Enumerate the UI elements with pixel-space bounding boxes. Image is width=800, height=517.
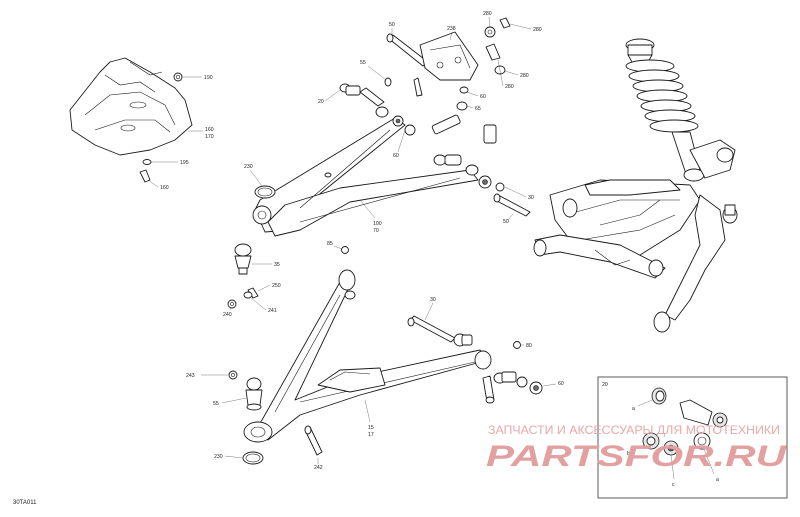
callout-35: 35 <box>274 262 280 268</box>
callout-30-lower: 30 <box>430 297 436 303</box>
shock-spring <box>625 59 699 133</box>
lower-arm-hardware <box>304 246 543 456</box>
inset-label-a-top: a <box>632 406 635 412</box>
watermark-text: ЗАПЧАСТИ И АКСЕССУАРЫ ДЛЯ МОТОТЕХНИКИ <box>488 423 780 437</box>
callout-250: 250 <box>272 283 281 289</box>
callout-60-lower: 60 <box>558 381 564 387</box>
upper-ball-joint <box>227 243 259 309</box>
callout-55-top: 55 <box>360 60 366 66</box>
inset-label-b: b <box>627 451 630 457</box>
callout-230-lower: 230 <box>214 454 223 460</box>
callout-80: 80 <box>526 343 532 349</box>
callout-280-a: 280 <box>483 11 492 17</box>
callout-20-top: 20 <box>318 99 324 105</box>
callout-190: 190 <box>204 75 213 81</box>
upper-bracket-hardware <box>254 17 531 217</box>
watermark: ЗАПЧАСТИ И АКСЕССУАРЫ ДЛЯ МОТОТЕХНИКИ PA… <box>486 423 788 473</box>
callout-241: 241 <box>268 308 277 314</box>
callout-100: 100 <box>373 221 382 227</box>
callout-30-upper: 30 <box>528 195 534 201</box>
callout-65: 65 <box>475 106 481 112</box>
callout-170: 170 <box>205 134 214 140</box>
callout-243: 243 <box>186 373 195 379</box>
callout-280-b: 280 <box>533 27 542 33</box>
callout-242: 242 <box>314 465 323 471</box>
callout-280-c: 280 <box>520 73 529 79</box>
upper-a-arm <box>252 117 479 237</box>
callout-280-d: 280 <box>505 84 514 90</box>
callout-160: 160 <box>205 127 214 133</box>
callout-160-bolt: 160 <box>160 185 169 191</box>
skid-plate <box>69 57 193 156</box>
callout-50-upper: 50 <box>503 219 509 225</box>
callout-50-top: 50 <box>389 22 395 28</box>
skid-plate-fasteners <box>139 72 183 183</box>
upper-arm-bushings <box>339 83 505 192</box>
diagram-id: 30TA011 <box>13 500 37 506</box>
callout-60-mid: 60 <box>393 153 399 159</box>
inset-callout-20: 20 <box>602 382 608 388</box>
lower-ball-joint <box>228 370 264 465</box>
inset-label-a-bottom: a <box>716 477 719 483</box>
callout-17: 17 <box>368 432 374 438</box>
callout-70: 70 <box>373 228 379 234</box>
frame-assembly <box>533 139 738 333</box>
inset-detail: 20 a b c a <box>597 376 788 499</box>
shock-absorber <box>625 38 705 182</box>
callout-55-lower: 55 <box>213 401 219 407</box>
callout-60-top: 60 <box>480 94 486 100</box>
callout-230-upper: 230 <box>244 164 253 170</box>
lower-a-arm <box>243 269 492 443</box>
callout-85: 85 <box>327 241 333 247</box>
callout-240: 240 <box>223 312 232 318</box>
watermark-logo: PARTSFOR.RU <box>486 440 788 473</box>
callout-195: 195 <box>180 160 189 166</box>
inset-label-c: c <box>672 482 675 488</box>
callout-15: 15 <box>368 425 374 431</box>
callout-labels: 190 160 170 195 160 50 55 20 238 280 280… <box>147 11 564 471</box>
callout-238: 238 <box>447 26 456 32</box>
